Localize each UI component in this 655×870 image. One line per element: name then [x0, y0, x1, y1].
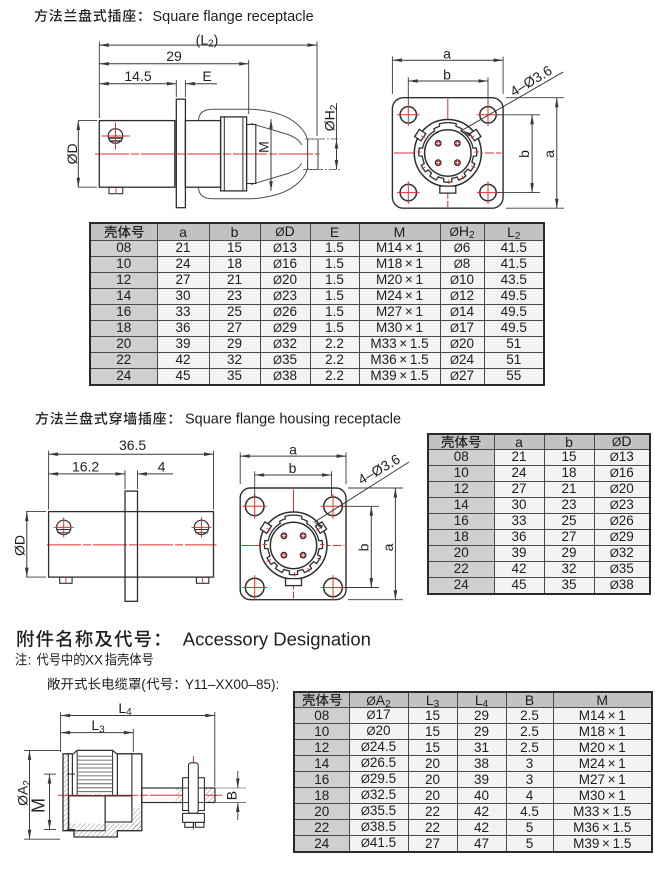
svg-text:(L2): (L2) — [196, 31, 219, 49]
svg-text:a: a — [541, 150, 557, 158]
svg-text:4–Ø3.6: 4–Ø3.6 — [355, 451, 403, 488]
svg-text:Square flange housing receptac: Square flange housing receptacle — [185, 412, 401, 428]
svg-text:XX: XX — [85, 653, 103, 668]
svg-text:a: a — [289, 441, 297, 457]
svg-text:b: b — [443, 66, 451, 82]
svg-text:b: b — [356, 543, 372, 551]
svg-text:a: a — [380, 543, 396, 551]
svg-text:4: 4 — [158, 458, 166, 474]
svg-text:(: ( — [141, 677, 146, 692]
svg-text:ØA2: ØA2 — [15, 780, 33, 806]
svg-text:b: b — [289, 460, 297, 476]
svg-text:ØH2: ØH2 — [322, 104, 340, 131]
svg-text:B: B — [224, 791, 240, 800]
svg-text:M: M — [256, 141, 272, 153]
svg-text:E: E — [202, 68, 211, 84]
svg-text:Y11–XX00–85):: Y11–XX00–85): — [185, 677, 279, 692]
svg-text:14.5: 14.5 — [124, 68, 151, 84]
svg-text:ØD: ØD — [64, 143, 80, 164]
svg-text:a: a — [443, 46, 451, 62]
svg-text:M: M — [29, 798, 49, 813]
svg-text:ØD: ØD — [11, 535, 27, 556]
svg-text:L3: L3 — [91, 717, 105, 735]
svg-text::: : — [28, 653, 32, 668]
svg-text:29: 29 — [166, 48, 182, 64]
svg-text:36.5: 36.5 — [119, 437, 146, 453]
svg-text:Square flange receptacle: Square flange receptacle — [153, 9, 314, 25]
svg-text:16.2: 16.2 — [72, 458, 99, 474]
svg-text:L4: L4 — [118, 700, 132, 718]
svg-text:Accessory Designation: Accessory Designation — [183, 629, 371, 650]
svg-text:b: b — [516, 150, 532, 158]
